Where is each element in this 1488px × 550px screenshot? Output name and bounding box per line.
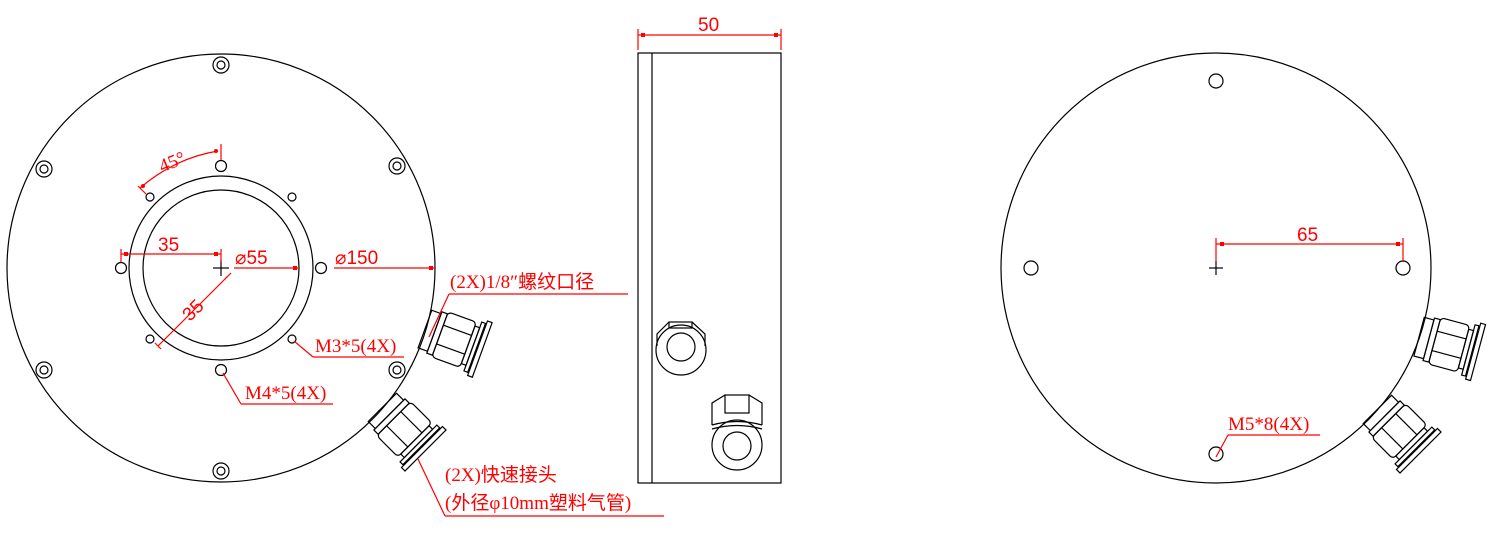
callout-fitting: (2X)快速接头 (外径φ10mm塑料气管) xyxy=(417,458,664,517)
m4-hole-pattern xyxy=(114,159,328,377)
callout-m3: M3*5(4X) xyxy=(293,336,404,358)
dimension-offset-65: 65 xyxy=(1215,225,1404,261)
thread-callout-label: (2X)1/8″螺纹口径 xyxy=(450,271,594,293)
center-mark-icon xyxy=(213,260,229,276)
fitting-end-view-upper xyxy=(655,321,707,376)
rear-view: 65 M5*8(4X) xyxy=(1000,52,1487,484)
quick-fitting-lower xyxy=(367,392,447,472)
m3-callout-label: M3*5(4X) xyxy=(315,336,396,357)
front-view: 45° 35 35 ⌀55 ⌀150 xyxy=(6,53,664,517)
dimension-horizontal-35: 35 xyxy=(120,235,222,262)
dim-50-label: 50 xyxy=(698,15,719,36)
side-view: 50 xyxy=(637,15,782,484)
dimension-diagonal-35: 35 xyxy=(154,272,232,350)
quick-fitting-upper xyxy=(417,309,493,378)
dia-150-label: ⌀150 xyxy=(335,248,378,269)
dim-65-label: 65 xyxy=(1297,225,1318,246)
center-mark-rear-icon xyxy=(1209,261,1223,275)
rear-outer-circle xyxy=(1000,52,1432,484)
fitting-end-view-lower xyxy=(711,394,763,471)
fitting-callout-line2: (外径φ10mm塑料气管) xyxy=(445,492,631,514)
dimension-width-50: 50 xyxy=(637,15,782,50)
quick-fitting-rear-lower xyxy=(1362,394,1442,474)
callout-m5: M5*8(4X) xyxy=(1215,414,1320,458)
inner-ring-outer-circle xyxy=(128,175,314,361)
callout-thread: (2X)1/8″螺纹口径 xyxy=(428,271,628,338)
dim-35-h-label: 35 xyxy=(158,235,179,256)
dimension-diameter-55: ⌀55 xyxy=(234,248,299,270)
m4-callout-label: M4*5(4X) xyxy=(245,383,326,404)
dia-55-label: ⌀55 xyxy=(235,248,268,269)
counterbore-bolt-holes xyxy=(35,56,406,480)
callout-m4: M4*5(4X) xyxy=(222,372,333,405)
m3-hole-pattern xyxy=(145,192,297,344)
dimension-diameter-150: ⌀150 xyxy=(334,248,435,270)
quick-fitting-rear-upper xyxy=(1413,316,1487,382)
m5-callout-label: M5*8(4X) xyxy=(1228,414,1309,435)
fitting-callout-line1: (2X)快速接头 xyxy=(445,464,557,486)
side-body xyxy=(637,52,782,484)
